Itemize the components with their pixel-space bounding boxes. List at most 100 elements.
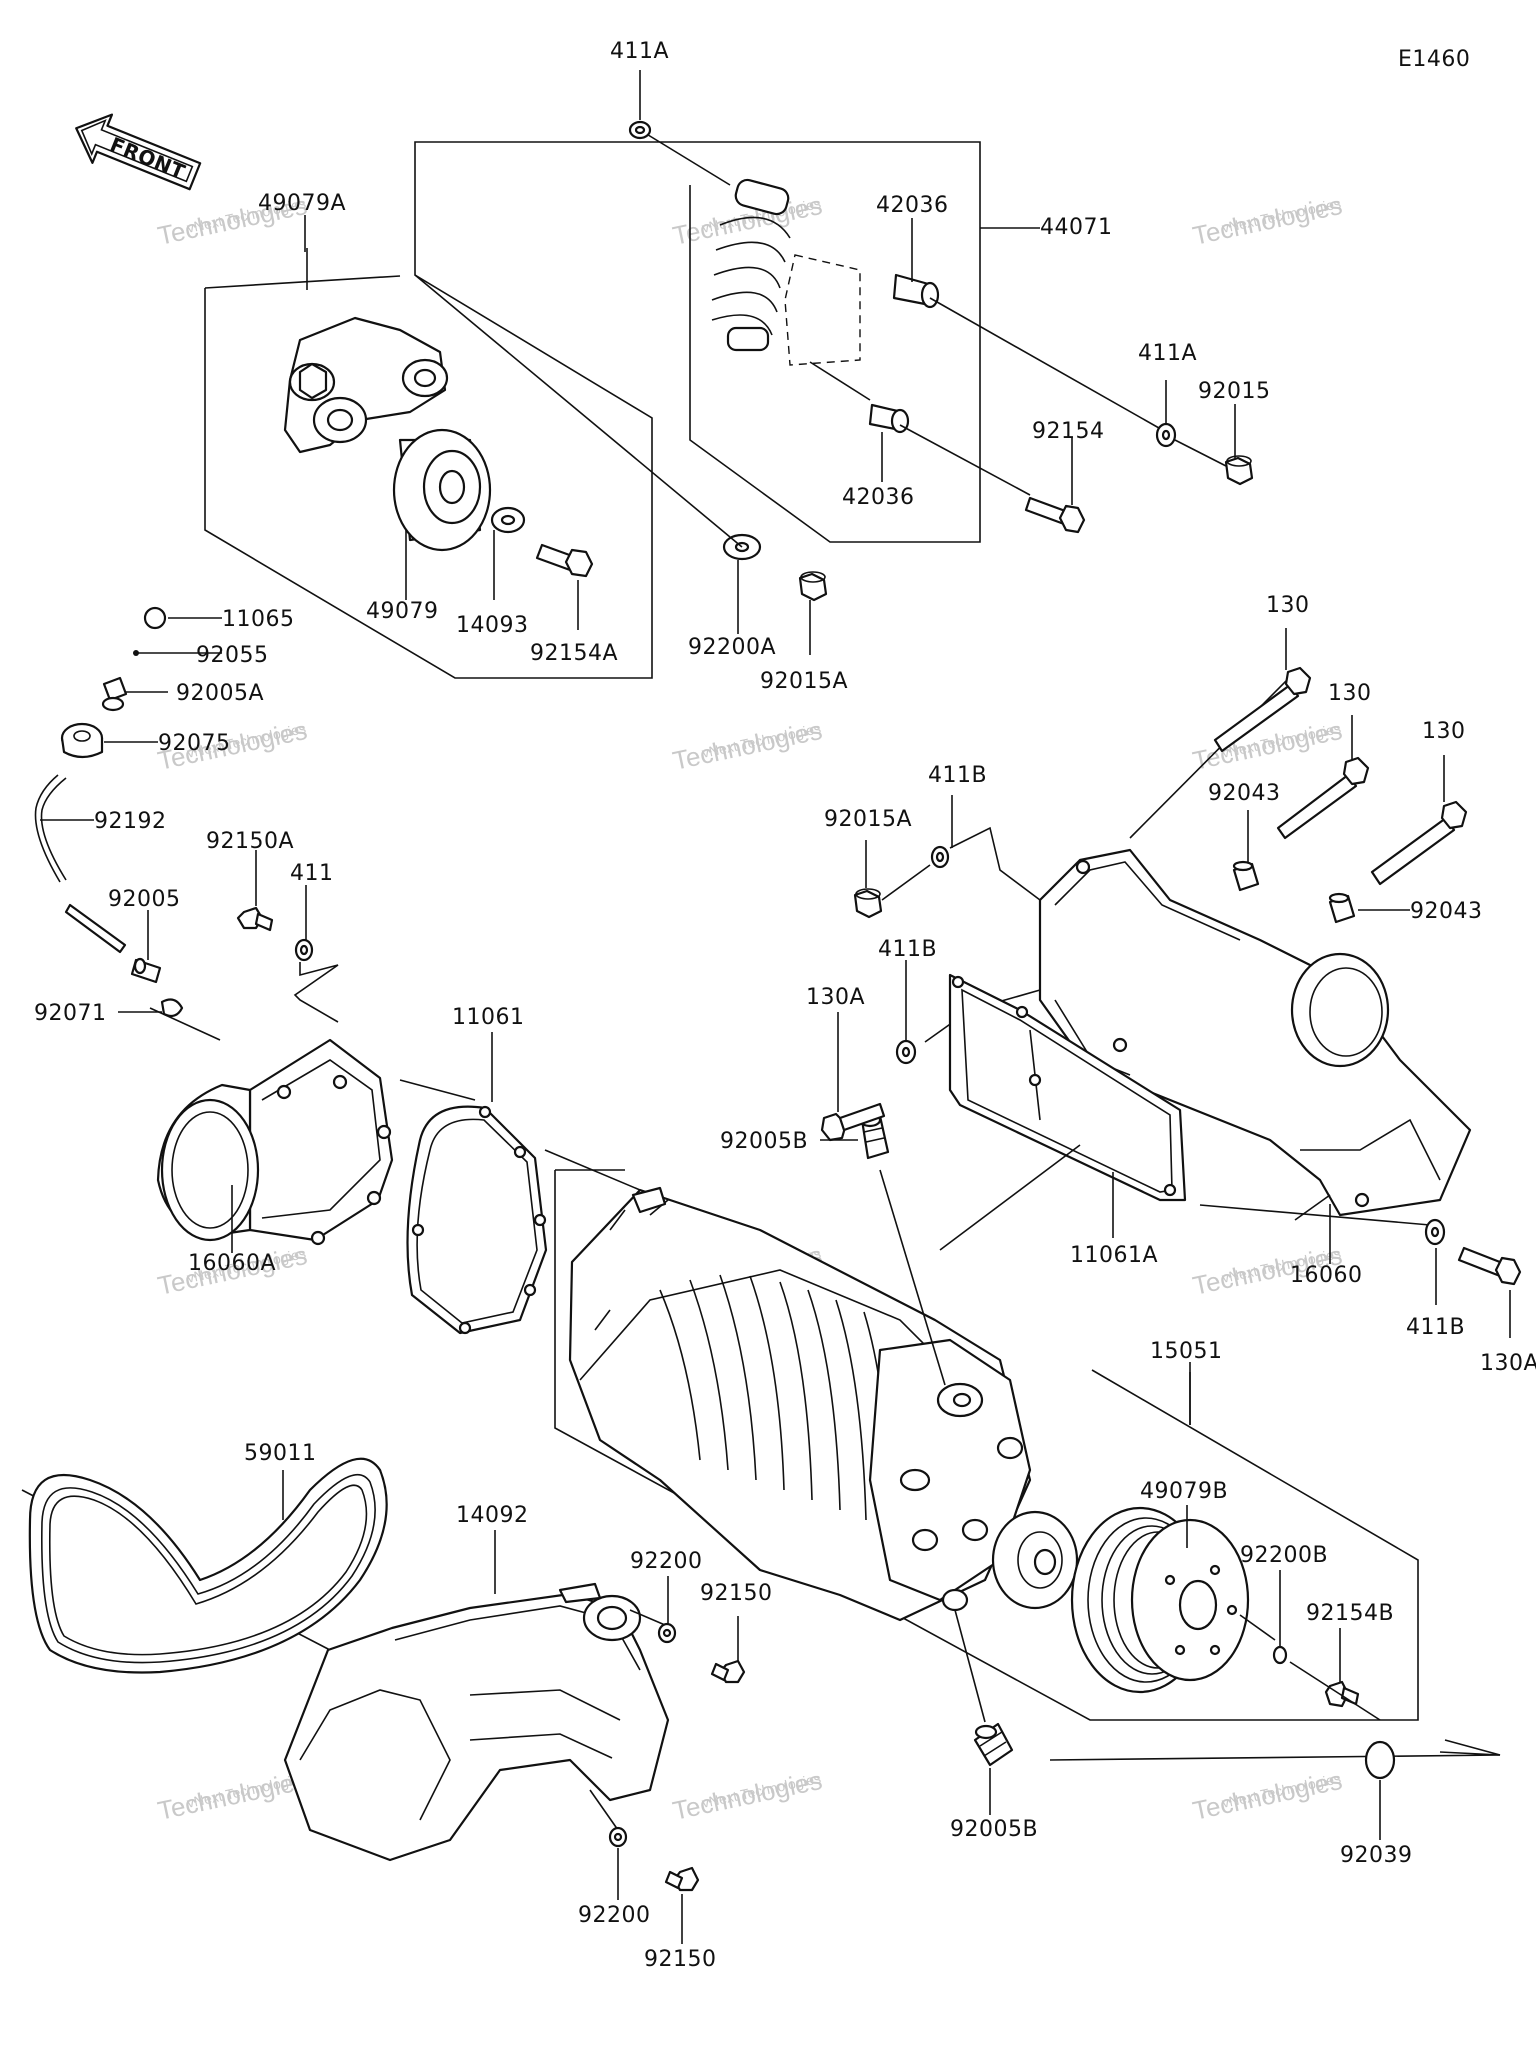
washer-411a-right-part (1155, 422, 1177, 448)
part-label: 92005B (720, 1129, 808, 1154)
gasket-11061a-part (948, 973, 1187, 1202)
part-label: 130A (1480, 1351, 1536, 1376)
supercharger-body-part (568, 1186, 1079, 1622)
part-label: 92055 (196, 643, 269, 668)
oring-92055-part (133, 650, 139, 656)
part-label: 92075 (158, 731, 231, 756)
part-label: 14092 (456, 1503, 529, 1528)
part-label: 130 (1422, 719, 1466, 744)
dowel-92043-a-part (1232, 860, 1260, 892)
idler-pulley-part (392, 428, 492, 552)
washer-92200-lower-part (608, 1826, 628, 1848)
washer-411a-top-part (628, 120, 652, 140)
bushing-42036-upper-part (892, 273, 940, 309)
inlet-housing-16060a-part (156, 1038, 394, 1246)
part-label: 92154A (530, 641, 618, 666)
clamp-92071-part (160, 998, 184, 1018)
part-label: 11061 (452, 1005, 525, 1030)
grommet-92075-part (60, 722, 104, 759)
part-label: 130 (1328, 681, 1372, 706)
washer-92200b-part (1272, 1645, 1288, 1665)
dowel-92043-b-part (1328, 892, 1356, 924)
part-label: 92154 (1032, 419, 1105, 444)
bolt-92154-part (1024, 496, 1086, 534)
part-label: 49079B (1140, 1479, 1228, 1504)
drive-belt-59011-part (28, 1457, 388, 1674)
belt-cover-14092-part (283, 1582, 670, 1862)
part-label: 49079 (366, 599, 439, 624)
part-label: 44071 (1040, 215, 1113, 240)
part-label: 411B (928, 763, 987, 788)
tensioner-arm-part (283, 316, 449, 454)
washer-411b-lower-part (1424, 1218, 1446, 1246)
bolt-130-a-part (1213, 666, 1312, 753)
part-label: 14093 (456, 613, 529, 638)
front-label: FRONT (107, 132, 189, 184)
drive-pulley-49079b-part (1070, 1506, 1250, 1694)
bolt-130a-left-part (820, 1102, 886, 1142)
part-label: 92005B (950, 1817, 1038, 1842)
part-label: 92192 (94, 809, 167, 834)
part-label: 92200 (578, 1903, 651, 1928)
diagram-code: E1460 (1398, 47, 1470, 72)
washer-411b-mid-part (895, 1039, 917, 1065)
part-label: 59011 (244, 1441, 317, 1466)
part-label: 92154B (1306, 1601, 1394, 1626)
part-label: 92150A (206, 829, 294, 854)
part-label: 92200A (688, 635, 776, 660)
outlet-housing-16060-part (1038, 848, 1472, 1217)
bolt-92150a-part (236, 906, 274, 932)
part-label: 411A (610, 39, 669, 64)
washer-411b-upper-part (930, 845, 950, 869)
part-label: 11061A (1070, 1243, 1158, 1268)
part-label: 92043 (1410, 899, 1483, 924)
gasket-11061-part (406, 1105, 548, 1335)
fitting-92005-part (130, 957, 162, 984)
part-label: 11065 (222, 607, 295, 632)
part-label: 130A (806, 985, 865, 1010)
part-label: 92200B (1240, 1543, 1328, 1568)
bushing-42036-lower-part (868, 403, 910, 434)
part-label: 42036 (876, 193, 949, 218)
part-label: 411B (878, 937, 937, 962)
fitting-92005b-lower-part (973, 1722, 1014, 1767)
part-label: 92015A (760, 669, 848, 694)
part-label: 92150 (644, 1947, 717, 1972)
part-label: 49079A (258, 191, 346, 216)
part-label: 92015 (1198, 379, 1271, 404)
bolt-92154a-part (535, 543, 594, 578)
part-label-layer: 411A 42036 44071 49079A 42036 411A 92015… (34, 39, 1536, 1972)
nut-92015a-right-part (853, 888, 883, 919)
part-label: 411 (290, 861, 334, 886)
part-label: 130 (1266, 593, 1310, 618)
part-label: 92005A (176, 681, 264, 706)
part-label: 92043 (1208, 781, 1281, 806)
washer-411-part (294, 938, 314, 962)
cap-92039-part (1364, 1740, 1396, 1780)
fitting-92005a-part (101, 676, 128, 712)
leader-lines (40, 70, 1511, 1944)
part-label: 42036 (842, 485, 915, 510)
part-label: 411B (1406, 1315, 1465, 1340)
washer-14093-part (490, 506, 526, 534)
part-label: 92150 (700, 1581, 773, 1606)
hose-92192-part (34, 774, 127, 954)
part-label: 92039 (1340, 1843, 1413, 1868)
part-label: 16060 (1290, 1263, 1363, 1288)
part-label: 92015A (824, 807, 912, 832)
bolt-130-b-part (1276, 756, 1370, 840)
cap-11065-part (143, 606, 167, 630)
washer-92200-upper-part (657, 1622, 677, 1644)
part-label: 15051 (1150, 1339, 1223, 1364)
part-label: 92071 (34, 1001, 107, 1026)
bolt-92150-upper-part (710, 1659, 746, 1684)
damper-spring-part (711, 178, 861, 366)
nut-92015-part (1224, 455, 1254, 486)
bolt-92150-lower-part (664, 1866, 700, 1892)
part-label: 92005 (108, 887, 181, 912)
part-label: 411A (1138, 341, 1197, 366)
nut-92015a-part (798, 571, 828, 602)
part-label: 92200 (630, 1549, 703, 1574)
bolt-130a-right-part (1457, 1246, 1522, 1286)
